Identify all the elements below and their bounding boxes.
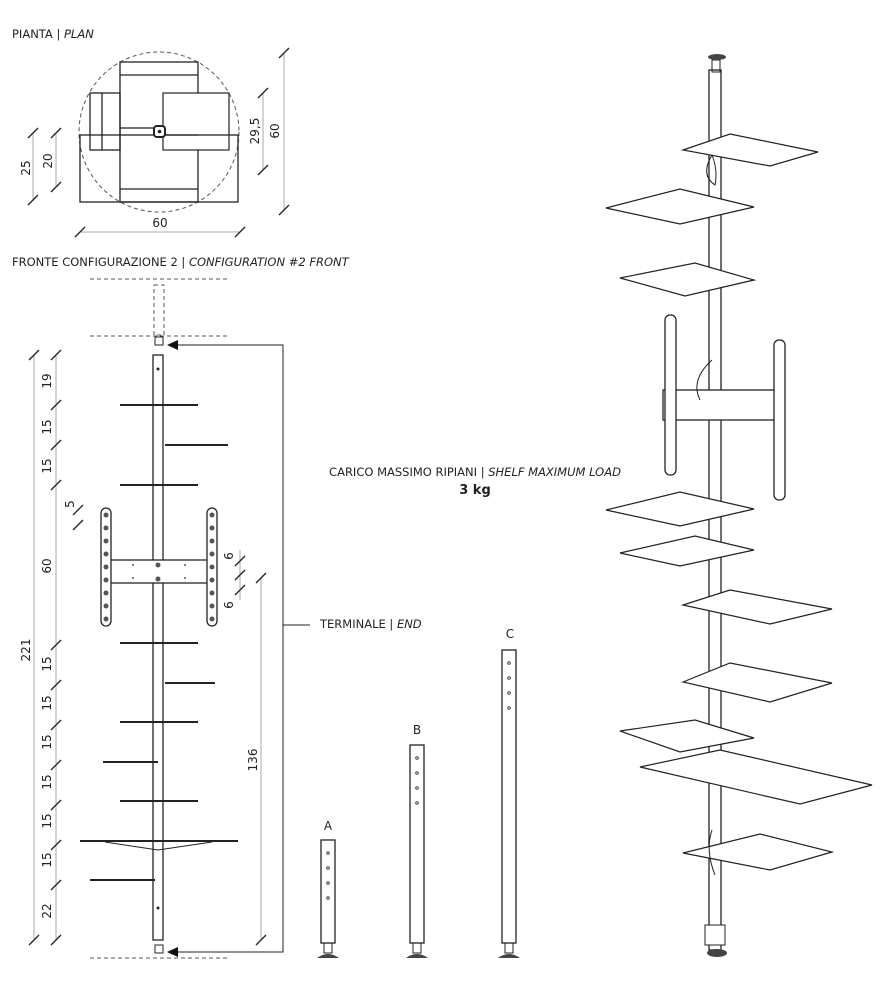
svg-text:60: 60: [152, 216, 167, 230]
svg-text:15: 15: [40, 852, 54, 867]
perspective-view: [605, 54, 873, 957]
shelf-load-value: 3 kg: [459, 483, 491, 498]
plan-view: [78, 51, 240, 213]
svg-text:6: 6: [222, 552, 236, 560]
terminal-label: TERMINALE | END: [319, 617, 422, 631]
svg-text:136: 136: [246, 749, 260, 772]
svg-text:C: C: [506, 627, 514, 641]
terminal-c: C: [498, 627, 520, 958]
svg-text:221: 221: [19, 639, 33, 662]
svg-text:A: A: [324, 819, 333, 833]
front-dimensions: 221 19 15 15 5 60 15 15 15 15 15 15 22 6…: [19, 340, 310, 957]
svg-text:15: 15: [40, 419, 54, 434]
shelf-load-label: CARICO MASSIMO RIPIANI | SHELF MAXIMUM L…: [329, 465, 621, 479]
svg-text:5: 5: [63, 500, 77, 508]
svg-text:25: 25: [19, 160, 33, 175]
front-title: FRONTE CONFIGURAZIONE 2 | CONFIGURATION …: [12, 255, 350, 269]
svg-text:6: 6: [222, 601, 236, 609]
svg-text:60: 60: [268, 123, 282, 138]
svg-text:15: 15: [40, 734, 54, 749]
svg-text:B: B: [413, 723, 421, 737]
svg-text:19: 19: [40, 373, 54, 388]
svg-text:60: 60: [40, 558, 54, 573]
svg-text:15: 15: [40, 656, 54, 671]
svg-text:29,5: 29,5: [248, 118, 262, 145]
terminal-b: B: [406, 723, 428, 958]
svg-text:22: 22: [40, 903, 54, 918]
terminal-a: A: [317, 819, 339, 958]
svg-text:15: 15: [40, 813, 54, 828]
svg-text:20: 20: [41, 153, 55, 168]
plan-dimensions: 25 20 60 29,5 60: [19, 47, 290, 238]
svg-text:15: 15: [40, 695, 54, 710]
front-view: [80, 278, 238, 959]
svg-text:15: 15: [40, 774, 54, 789]
svg-text:15: 15: [40, 458, 54, 473]
plan-title: PIANTA | PLAN: [12, 27, 94, 41]
